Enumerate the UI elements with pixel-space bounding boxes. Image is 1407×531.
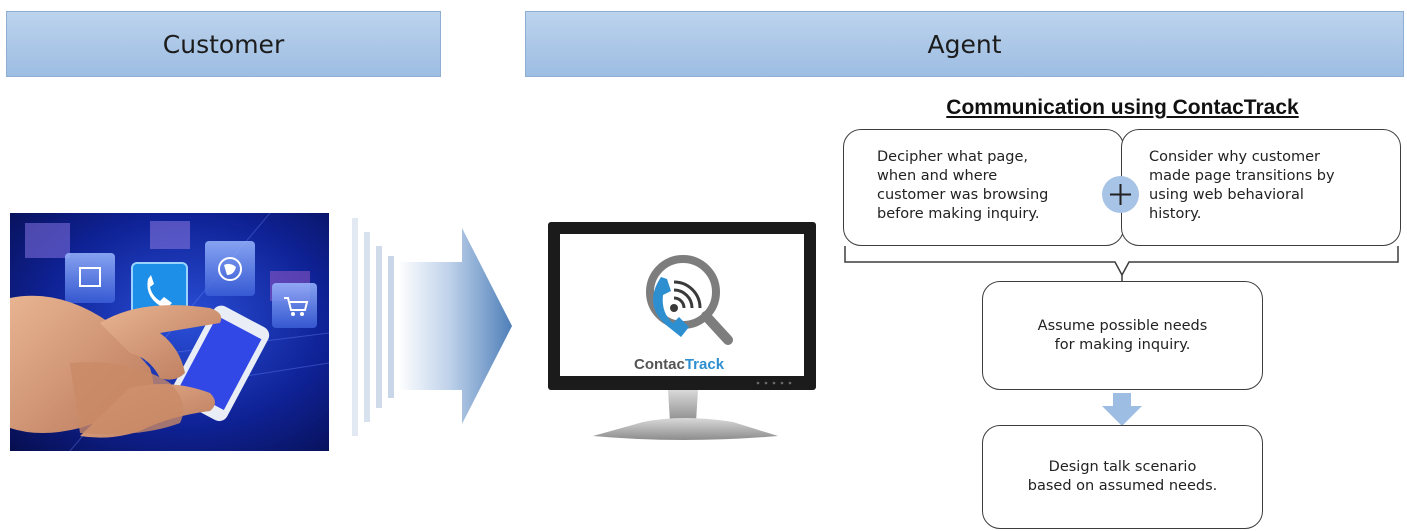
agent-header: Agent	[525, 11, 1404, 77]
decipher-box: Decipher what page, when and where custo…	[843, 129, 1124, 246]
agent-header-label: Agent	[927, 29, 1002, 59]
customer-smartphone-photo	[10, 213, 329, 451]
plus-icon	[1102, 176, 1139, 213]
assume-text: Assume possible needs for making inquiry…	[1037, 317, 1208, 353]
tablet-icon	[65, 253, 115, 303]
customer-header-label: Customer	[162, 29, 285, 59]
svg-text:ContacTrack: ContacTrack	[634, 356, 725, 373]
logo-text-contac: Contac	[634, 356, 685, 373]
assume-box: Assume possible needs for making inquiry…	[982, 281, 1263, 390]
decipher-text: Decipher what page, when and where custo…	[877, 149, 1049, 222]
consider-text: Consider why customer made page transiti…	[1149, 149, 1335, 222]
globe-icon	[205, 241, 255, 296]
big-right-arrow-icon	[350, 218, 515, 440]
monitor-image: ContacTrack	[548, 222, 820, 451]
customer-header: Customer	[6, 11, 441, 77]
contactrack-logo: ContacTrack	[634, 255, 733, 373]
consider-box: Consider why customer made page transiti…	[1121, 129, 1401, 246]
design-text: Design talk scenario based on assumed ne…	[1027, 459, 1218, 494]
section-title: Communication using ContacTrack	[946, 96, 1299, 119]
cart-icon	[272, 283, 317, 328]
down-arrow-icon	[1102, 393, 1142, 426]
design-box: Design talk scenario based on assumed ne…	[982, 425, 1263, 529]
logo-text-track: Track	[685, 356, 725, 373]
